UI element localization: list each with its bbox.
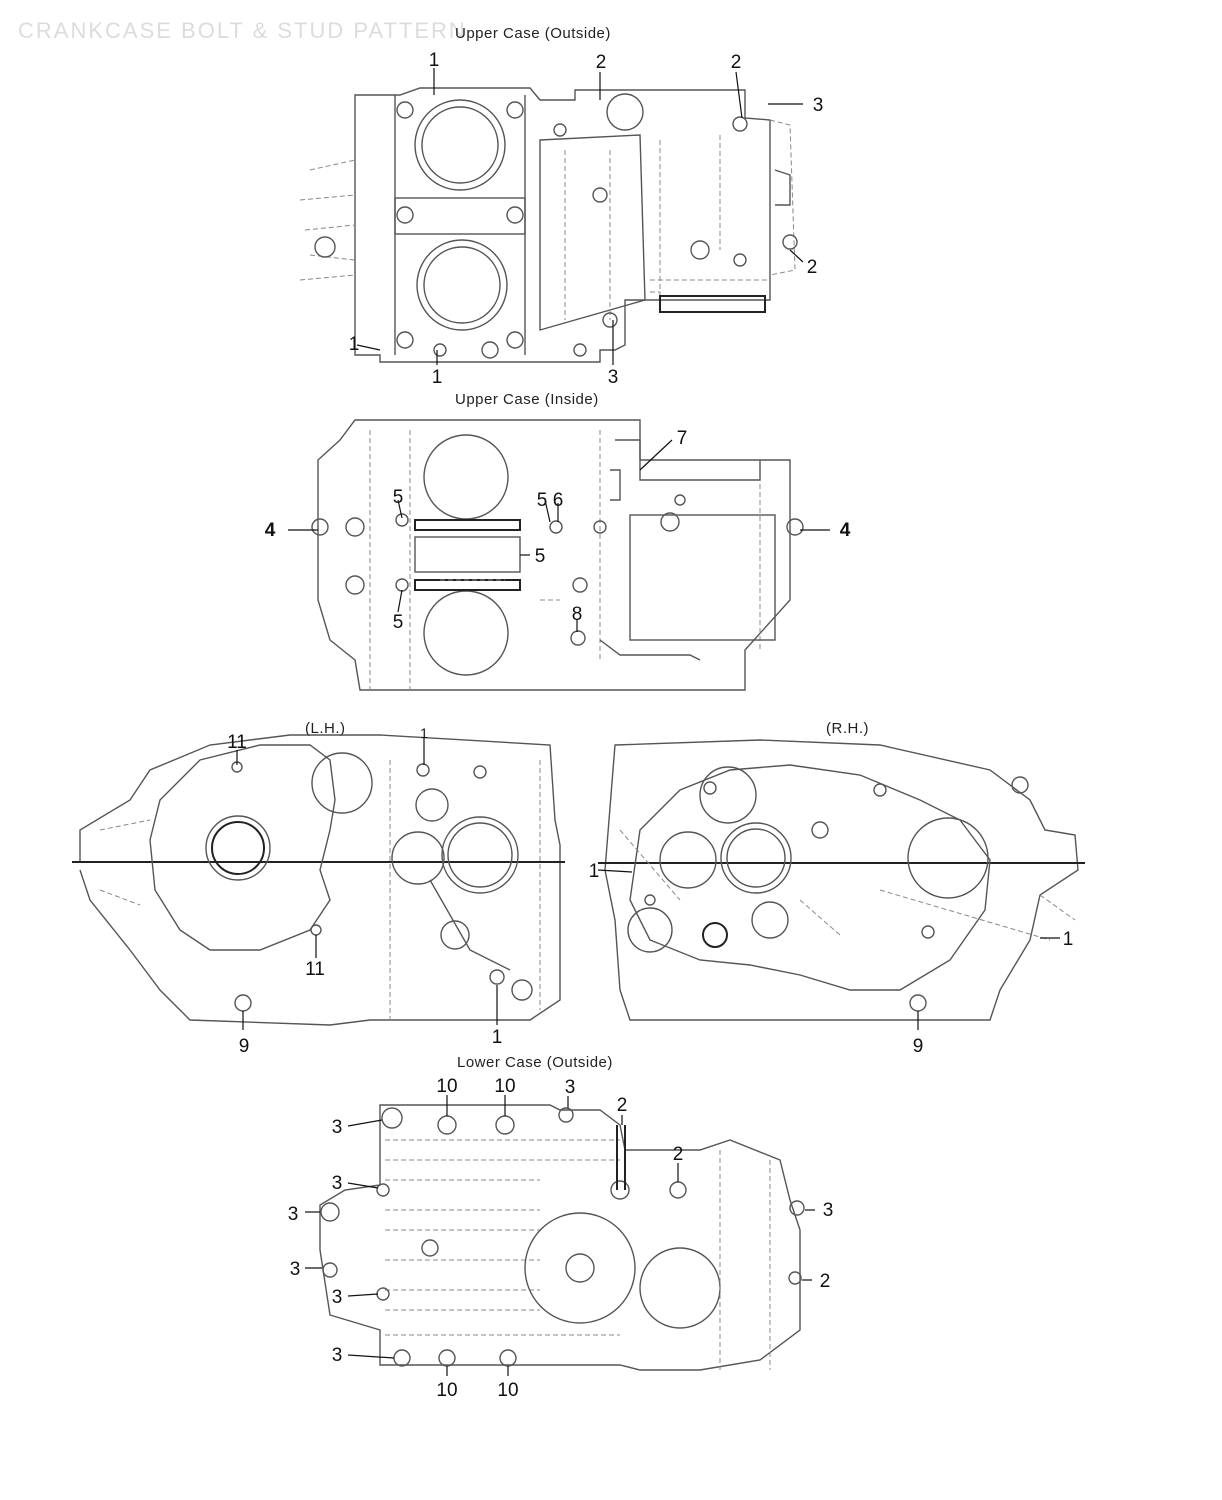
callout: 3 bbox=[332, 1173, 343, 1194]
callout: 1 bbox=[1063, 929, 1074, 950]
upper-case-inside-callouts: 7 5 5 6 4 4 5 5 8 bbox=[265, 428, 851, 633]
upper-case-outside-leaders bbox=[356, 68, 804, 365]
callout: 2 bbox=[731, 52, 742, 73]
callout: 1 bbox=[429, 50, 440, 71]
callout: 2 bbox=[673, 1144, 684, 1165]
callout: 5 bbox=[393, 612, 404, 633]
section-label-upper-inside: Upper Case (Inside) bbox=[455, 391, 599, 408]
callout: 3 bbox=[813, 95, 824, 116]
callout: 2 bbox=[807, 257, 818, 278]
callout: 3 bbox=[332, 1287, 343, 1308]
lower-case-outside-leaders bbox=[305, 1095, 815, 1376]
upper-case-inside-leaders bbox=[288, 439, 830, 632]
callout: 9 bbox=[239, 1036, 250, 1057]
callout: 5 bbox=[393, 487, 404, 508]
callout: 1 bbox=[589, 861, 600, 882]
rh-side-leaders bbox=[597, 869, 1060, 1030]
section-label-upper-outside: Upper Case (Outside) bbox=[455, 25, 611, 42]
callout: 3 bbox=[332, 1345, 343, 1366]
callout: 10 bbox=[436, 1076, 457, 1097]
section-label-lh: (L.H.) bbox=[305, 720, 346, 737]
callout: 2 bbox=[596, 52, 607, 73]
callout: 10 bbox=[497, 1380, 518, 1401]
callout: 1 bbox=[420, 725, 428, 741]
lh-side-leaders bbox=[236, 738, 498, 1030]
callout: 1 bbox=[492, 1027, 503, 1048]
callout: 7 bbox=[677, 428, 688, 449]
callout: 5 bbox=[535, 546, 546, 567]
callout: 3 bbox=[608, 367, 619, 388]
callout: 6 bbox=[553, 490, 564, 511]
callout: 9 bbox=[913, 1036, 924, 1057]
page-title: CRANKCASE BOLT & STUD PATTERN bbox=[18, 18, 467, 43]
section-label-lower-outside: Lower Case (Outside) bbox=[457, 1054, 613, 1071]
callout: 10 bbox=[436, 1380, 457, 1401]
rh-side-callouts: 1 1 9 bbox=[589, 861, 1074, 1057]
upper-case-outside-callouts: 1 2 2 3 2 1 1 3 bbox=[349, 50, 824, 388]
callout: 3 bbox=[565, 1077, 576, 1098]
callout: 1 bbox=[349, 334, 360, 355]
callout: 1 bbox=[432, 367, 443, 388]
callout: 3 bbox=[290, 1259, 301, 1280]
callout: 4 bbox=[265, 520, 276, 541]
rh-side-drawing bbox=[598, 739, 1085, 1021]
callout: 3 bbox=[288, 1204, 299, 1225]
upper-case-outside-drawing bbox=[299, 87, 798, 363]
callout: 3 bbox=[332, 1117, 343, 1138]
callout: 4 bbox=[840, 520, 851, 541]
callout: 11 bbox=[227, 732, 247, 753]
callout: 10 bbox=[494, 1076, 515, 1097]
callout: 2 bbox=[820, 1271, 831, 1292]
callout: 3 bbox=[823, 1200, 834, 1221]
lower-case-outside-callouts: 10 10 3 2 3 2 3 3 3 3 2 3 3 10 10 bbox=[288, 1076, 834, 1401]
callout: 11 bbox=[305, 959, 325, 980]
upper-case-inside-drawing bbox=[311, 419, 804, 691]
lower-case-outside-drawing bbox=[319, 1104, 805, 1371]
callout: 2 bbox=[617, 1095, 628, 1116]
lh-side-drawing bbox=[72, 734, 565, 1026]
callout: 5 bbox=[537, 490, 548, 511]
lh-side-callouts: 11 1 11 9 1 bbox=[227, 725, 502, 1057]
callout: 8 bbox=[572, 604, 583, 625]
section-label-rh: (R.H.) bbox=[826, 720, 869, 737]
